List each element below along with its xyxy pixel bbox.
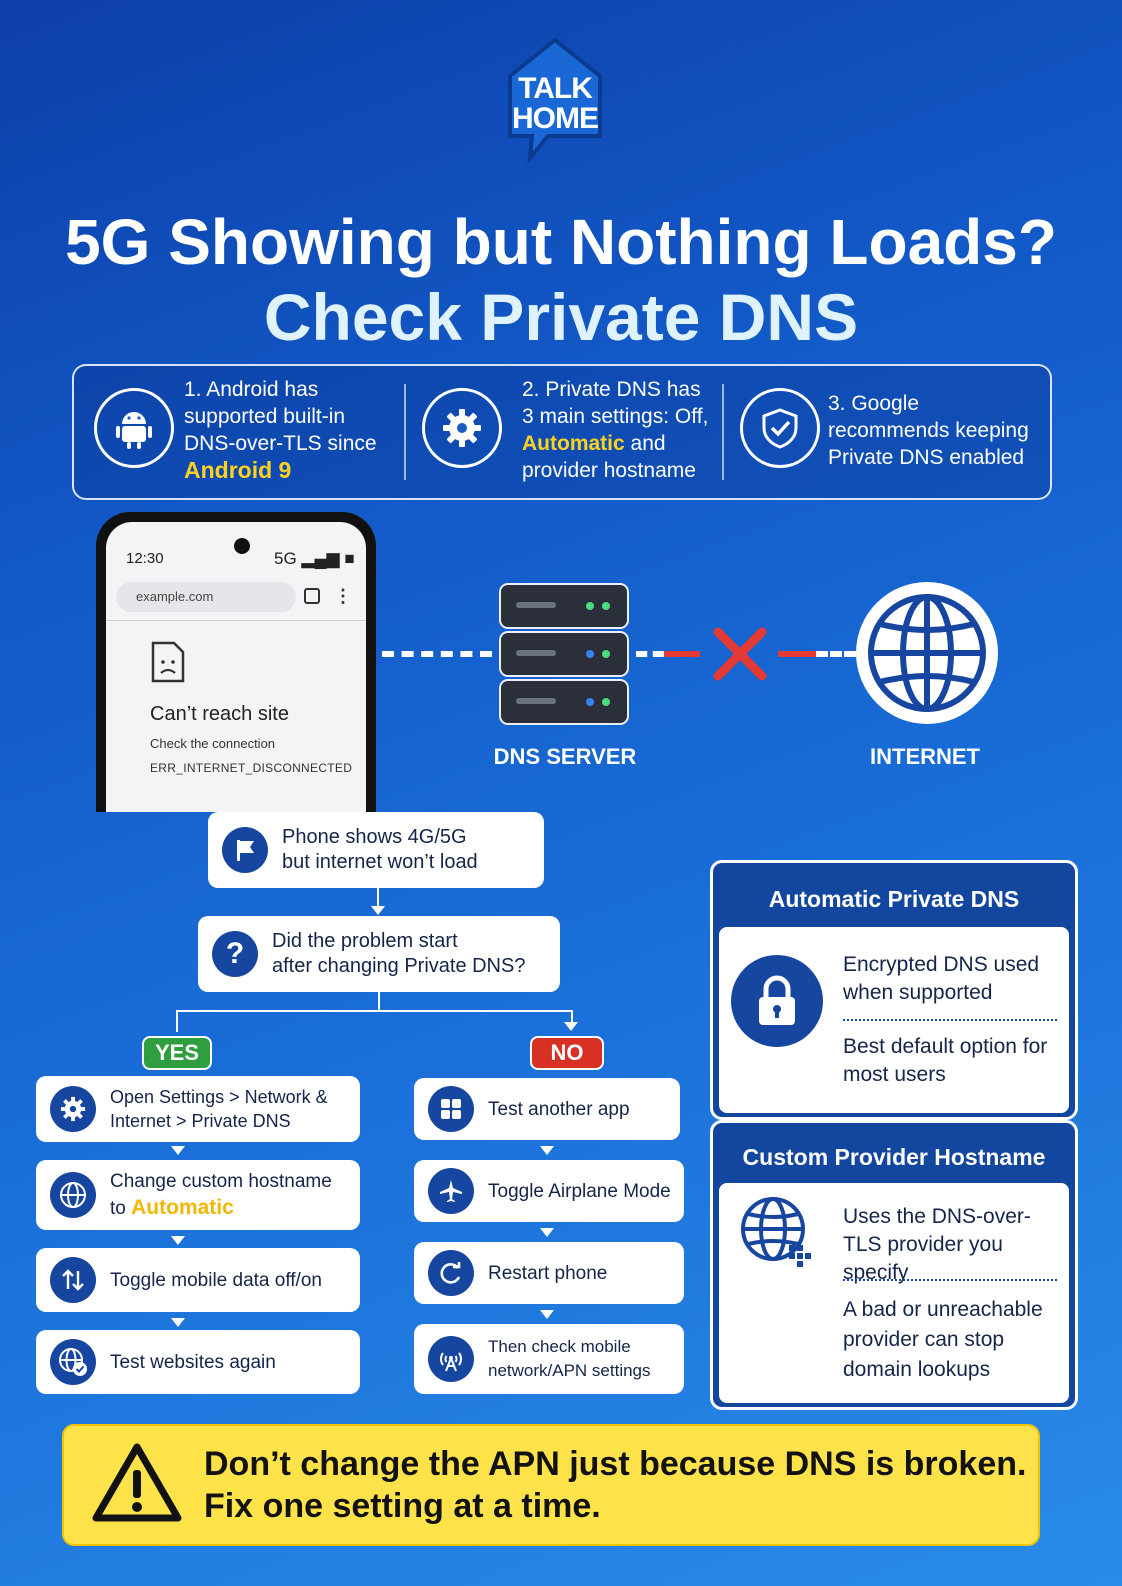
headline-line2: Check Private DNS — [263, 280, 859, 354]
yes-step-toggle-data: Toggle mobile data off/on — [36, 1248, 360, 1312]
camera-dot — [234, 538, 250, 554]
flow-arrow — [377, 888, 379, 908]
divider — [843, 1279, 1057, 1281]
globe-check-icon — [50, 1339, 96, 1385]
warning-banner — [62, 1424, 1040, 1546]
warning-text: Don’t change the APN just because DNS is… — [204, 1445, 1027, 1525]
facts-strip: 1. Android has supported built-in DNS-ov… — [72, 364, 1052, 500]
yes-step-test-websites: Test websites again — [36, 1330, 360, 1394]
error-hint: Check the connection — [150, 736, 276, 751]
status-signal: 5G ▂▄▆ ■ — [274, 549, 355, 568]
flow-start-box: Phone shows 4G/5G but internet won’t loa… — [208, 812, 544, 888]
flow-arrow — [571, 1010, 573, 1024]
gear-icon — [422, 388, 502, 468]
menu-kebab-icon[interactable]: ⋮ — [334, 586, 352, 606]
fact-text: 3. Google recommends keeping Private DNS… — [828, 392, 1029, 469]
flow-arrow-head — [540, 1146, 554, 1155]
dns-server-icon — [498, 582, 630, 733]
question-icon: ? — [212, 931, 258, 977]
fact-settings: 2. Private DNS has 3 main settings: Off,… — [406, 366, 726, 498]
flow-arrow-head — [540, 1228, 554, 1237]
globe-icon — [50, 1172, 96, 1218]
globe-icon — [739, 1195, 815, 1276]
yes-step-open-settings: Open Settings > Network & Internet > Pri… — [36, 1076, 360, 1142]
internet-label: INTERNET — [870, 744, 980, 769]
talk-home-logo: TALK HOME — [500, 36, 610, 165]
panel-automatic: Automatic Private DNS Encrypted DNS used… — [710, 860, 1078, 1120]
internet-globe-icon — [854, 580, 1000, 731]
gear-icon — [50, 1086, 96, 1132]
panel-custom-hostname: Custom Provider Hostname Uses the DNS-ov… — [710, 1120, 1078, 1410]
broken-line — [778, 651, 816, 657]
status-time: 12:30 — [126, 550, 164, 567]
branch-line — [176, 1010, 572, 1012]
flow-arrow-head — [371, 906, 385, 915]
restart-icon — [428, 1250, 474, 1296]
shield-check-icon — [740, 388, 820, 468]
connection-line — [382, 651, 492, 657]
flow-arrow — [176, 1010, 178, 1032]
no-step-test-app: Test another app — [414, 1078, 680, 1140]
headline-line1: 5G Showing but Nothing Loads? — [65, 206, 1057, 278]
flow-arrow-head — [171, 1236, 185, 1245]
phone-mockup: 12:30 5G ▂▄▆ ■ example.com ⋮ Can’t reach… — [96, 512, 376, 812]
warning-triangle-icon — [92, 1442, 182, 1527]
error-code: ERR_INTERNET_DISCONNECTED — [150, 761, 353, 775]
up-down-arrows-icon — [50, 1257, 96, 1303]
no-badge: NO — [530, 1036, 604, 1070]
yes-step-change-hostname: Change custom hostname to Automatic — [36, 1160, 360, 1230]
dns-server-label: DNS SERVER — [493, 744, 637, 769]
lock-icon — [731, 955, 823, 1047]
divider — [106, 620, 366, 621]
divider — [404, 384, 406, 480]
fact-text: 1. Android has supported built-in DNS-ov… — [184, 378, 377, 483]
tabs-icon[interactable] — [304, 588, 320, 604]
divider — [722, 384, 724, 480]
sad-page-icon — [150, 640, 186, 689]
fact-recommendation: 3. Google recommends keeping Private DNS… — [724, 366, 1050, 498]
no-step-airplane: Toggle Airplane Mode — [414, 1160, 684, 1222]
flow-arrow-head — [171, 1146, 185, 1155]
flow-arrow-head — [540, 1310, 554, 1319]
address-bar[interactable]: example.com — [116, 582, 296, 612]
flow-question-box: ? Did the problem start after changing P… — [198, 916, 560, 992]
flag-icon — [222, 827, 268, 873]
broken-line — [664, 651, 700, 657]
connection-line — [816, 651, 856, 657]
antenna-icon — [428, 1336, 474, 1382]
yes-badge: YES — [142, 1036, 212, 1070]
flow-arrow-head — [171, 1318, 185, 1327]
signal-bars-icon: ▂▄▆ ■ — [301, 549, 355, 568]
flow-arrow — [378, 992, 380, 1012]
broken-x-icon — [712, 626, 768, 687]
no-step-apn: Then check mobile network/APN settings — [414, 1324, 684, 1394]
error-title: Can’t reach site — [150, 703, 289, 725]
connection-line — [636, 651, 664, 657]
no-step-restart: Restart phone — [414, 1242, 684, 1304]
flow-arrow-head — [564, 1022, 578, 1031]
airplane-icon — [428, 1168, 474, 1214]
apps-grid-icon — [428, 1086, 474, 1132]
fact-text: 2. Private DNS has 3 main settings: Off,… — [522, 378, 709, 482]
phone-screen: 12:30 5G ▂▄▆ ■ example.com ⋮ Can’t reach… — [106, 522, 366, 812]
fact-android: 1. Android has supported built-in DNS-ov… — [74, 366, 404, 498]
android-icon — [94, 388, 174, 468]
divider — [843, 1019, 1057, 1021]
